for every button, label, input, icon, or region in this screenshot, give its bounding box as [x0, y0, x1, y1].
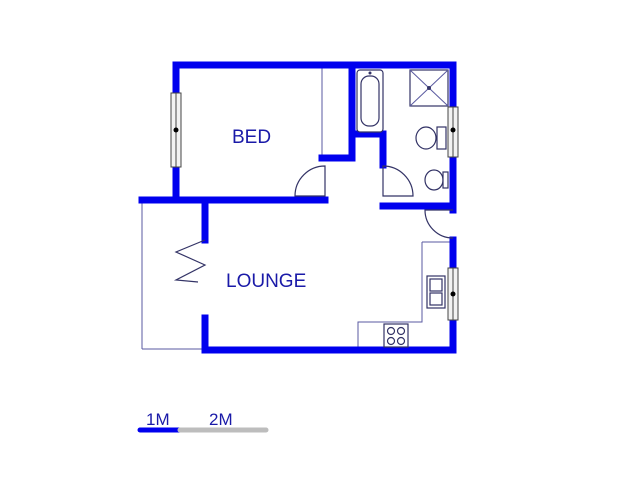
kitchen-fixtures: [383, 275, 446, 348]
scale-label-1m: 1M: [146, 410, 170, 429]
room-label-bed: BED: [232, 127, 271, 148]
doors: [173, 165, 454, 283]
kitchen-door: [424, 209, 454, 239]
scale-label-2m: 2M: [209, 410, 233, 429]
toilet: [415, 126, 437, 150]
bathroom-fixtures: [356, 69, 449, 191]
basin: [424, 169, 444, 191]
interior-thin-lines: [141, 68, 452, 350]
room-label-lounge: LOUNGE: [226, 271, 306, 292]
bedroom-door: [294, 165, 326, 197]
folding-door: [173, 239, 207, 283]
scale-bar: 1M 2M: [137, 410, 269, 433]
windows: [170, 92, 459, 321]
walls: [138, 61, 457, 354]
stove: [383, 323, 409, 348]
bathroom-door: [382, 165, 414, 197]
